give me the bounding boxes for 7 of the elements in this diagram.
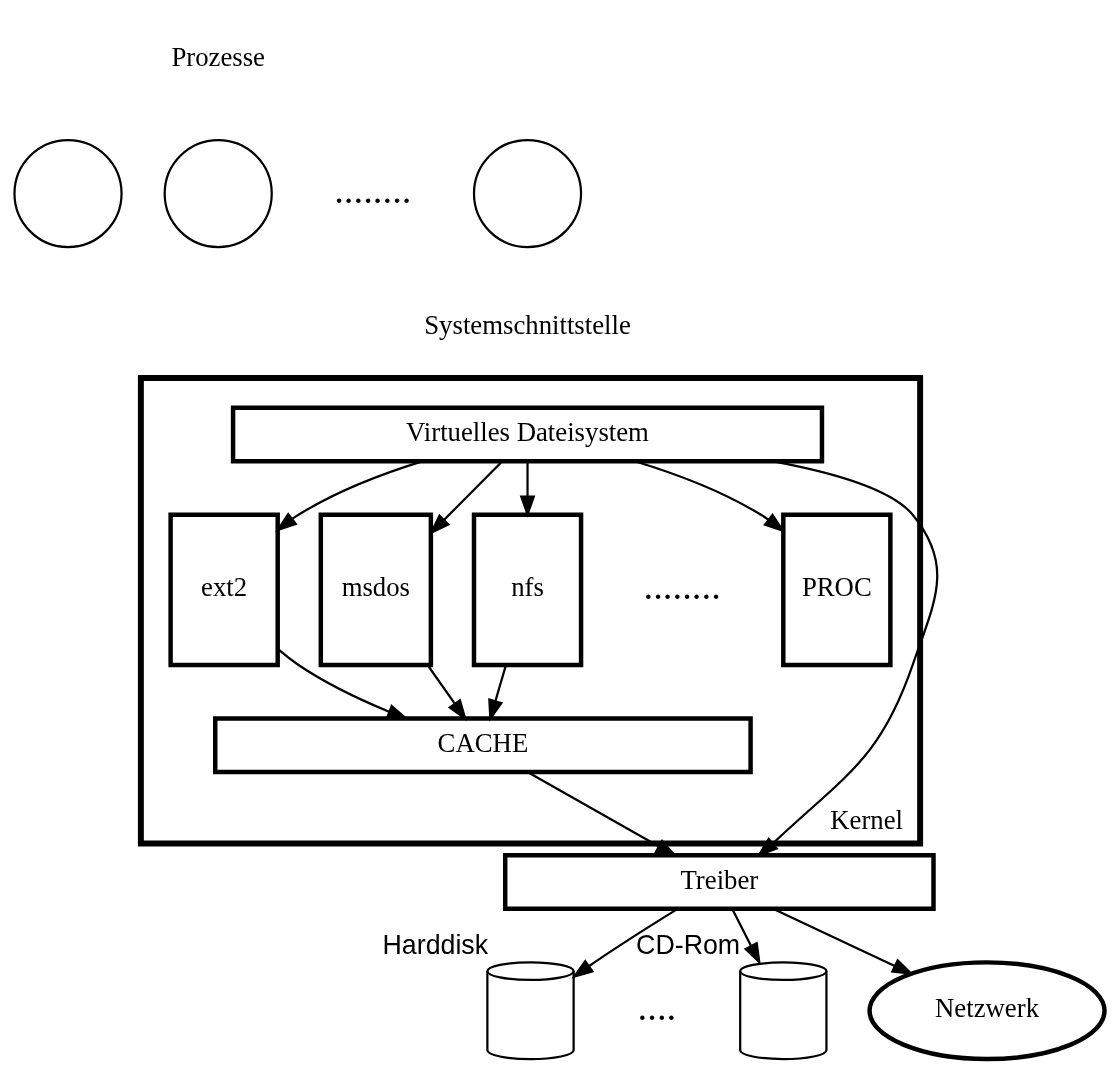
label: ....	[637, 986, 677, 1029]
node-label: CD-Rom	[636, 930, 741, 961]
label: Systemschnittstelle	[424, 309, 631, 340]
node-label: Harddisk	[382, 930, 489, 961]
label: Prozesse	[171, 42, 266, 73]
label: ........	[643, 565, 721, 608]
label: ........	[334, 168, 412, 211]
